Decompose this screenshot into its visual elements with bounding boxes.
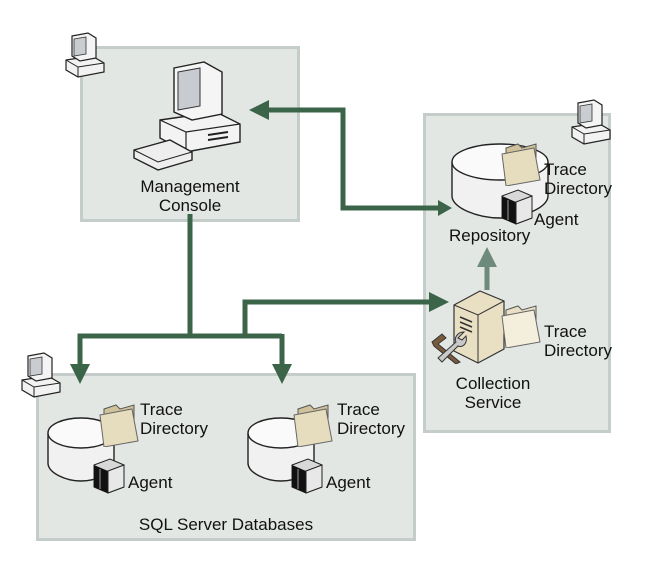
agent-server-icon <box>501 189 533 225</box>
db1-agent-label: Agent <box>128 473 173 492</box>
repository-trace-line2: Directory <box>544 179 613 198</box>
repository-trace-directory-label: Trace Directory <box>544 160 612 198</box>
edge-repository-console-arrowhead <box>438 200 452 216</box>
tools-icon <box>431 331 467 364</box>
repository-agent-label: Agent <box>534 210 579 229</box>
db2-trace-directory-label: Trace Directory <box>337 400 405 438</box>
management-console-label-line2: Console <box>158 196 222 215</box>
collection-service-line2: Service <box>464 393 522 412</box>
db2-agent-label: Agent <box>326 473 371 492</box>
db2-trace-line1: Trace <box>337 400 380 419</box>
sql-servers-group-label: SQL Server Databases <box>138 515 314 534</box>
agent-server-icon <box>93 458 125 494</box>
collection-trace-line1: Trace <box>544 322 587 341</box>
management-console-label: Management Console <box>110 177 270 215</box>
host-computer-icon <box>21 352 61 398</box>
desktop-computer-icon <box>133 61 241 171</box>
management-console-label-line1: Management <box>140 177 240 196</box>
edge-console-to-db1 <box>70 333 282 384</box>
db1-trace-line1: Trace <box>140 400 183 419</box>
db1-trace-line2: Directory <box>140 419 209 438</box>
edge-repository-console <box>249 100 444 211</box>
collection-trace-directory-label: Trace Directory <box>544 322 612 360</box>
db1-trace-directory-label: Trace Directory <box>140 400 208 438</box>
host-computer-icon <box>65 32 105 78</box>
server-tower-icon <box>453 290 505 364</box>
edge-sql-to-collection <box>242 292 449 336</box>
collection-service-label: Collection Service <box>433 374 553 412</box>
host-computer-icon <box>571 99 611 145</box>
repository-label: Repository <box>449 226 531 245</box>
folder-icon <box>293 404 333 447</box>
agent-server-icon <box>291 458 323 494</box>
folder-icon <box>99 404 139 447</box>
collection-trace-line2: Directory <box>544 341 613 360</box>
repository-trace-line1: Trace <box>544 160 587 179</box>
folder-icon <box>501 305 541 348</box>
collection-service-line1: Collection <box>455 374 531 393</box>
folder-icon <box>501 143 541 186</box>
db2-trace-line2: Directory <box>337 419 406 438</box>
